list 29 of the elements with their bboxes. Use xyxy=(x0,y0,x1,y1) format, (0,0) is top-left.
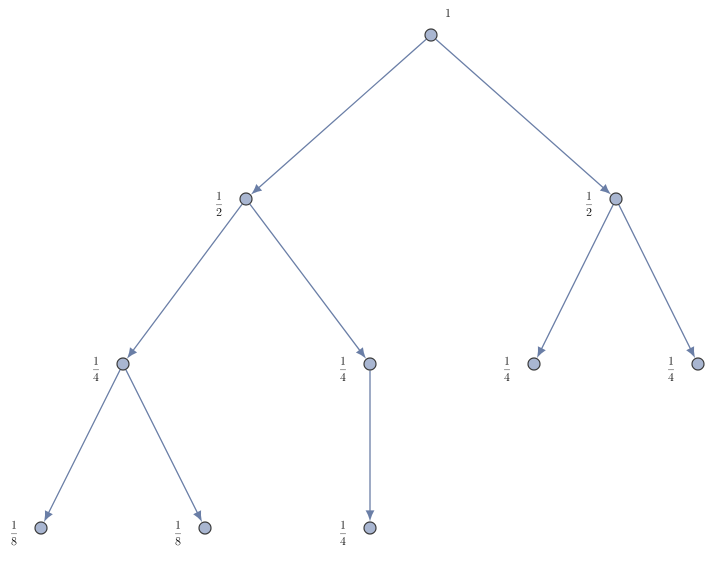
arrow xyxy=(366,370,374,520)
node-value: $\frac{1}{8}$ xyxy=(11,520,17,546)
tree-node xyxy=(116,357,130,371)
tree-node xyxy=(609,192,623,206)
tree-node xyxy=(424,28,438,42)
node-value: $\frac{1}{4}$ xyxy=(668,356,674,382)
arrow xyxy=(249,204,366,358)
arrow xyxy=(128,204,243,358)
node-value: $\frac{1}{4}$ xyxy=(340,520,346,546)
node-value: $\frac{1}{2}$ xyxy=(586,192,592,216)
tree-node xyxy=(198,521,212,535)
arrow xyxy=(537,204,614,357)
tree-node xyxy=(239,192,253,206)
node-value: $1$ xyxy=(446,8,450,17)
node-value: $\frac{1}{8}$ xyxy=(175,520,181,546)
arrow xyxy=(436,38,610,194)
node-value: $\frac{1}{2}$ xyxy=(216,192,222,216)
arrow xyxy=(125,370,202,521)
tree-node xyxy=(34,521,48,535)
node-value: $\frac{1}{4}$ xyxy=(340,356,346,382)
node-value: $\frac{1}{4}$ xyxy=(504,356,510,382)
tree-node xyxy=(691,357,705,371)
tree-node xyxy=(527,357,541,371)
arrow xyxy=(44,370,121,521)
tree-node xyxy=(363,521,377,535)
node-value: $\frac{1}{4}$ xyxy=(93,356,99,382)
arrow xyxy=(618,204,695,357)
arrow xyxy=(252,38,426,194)
tree-node xyxy=(363,357,377,371)
